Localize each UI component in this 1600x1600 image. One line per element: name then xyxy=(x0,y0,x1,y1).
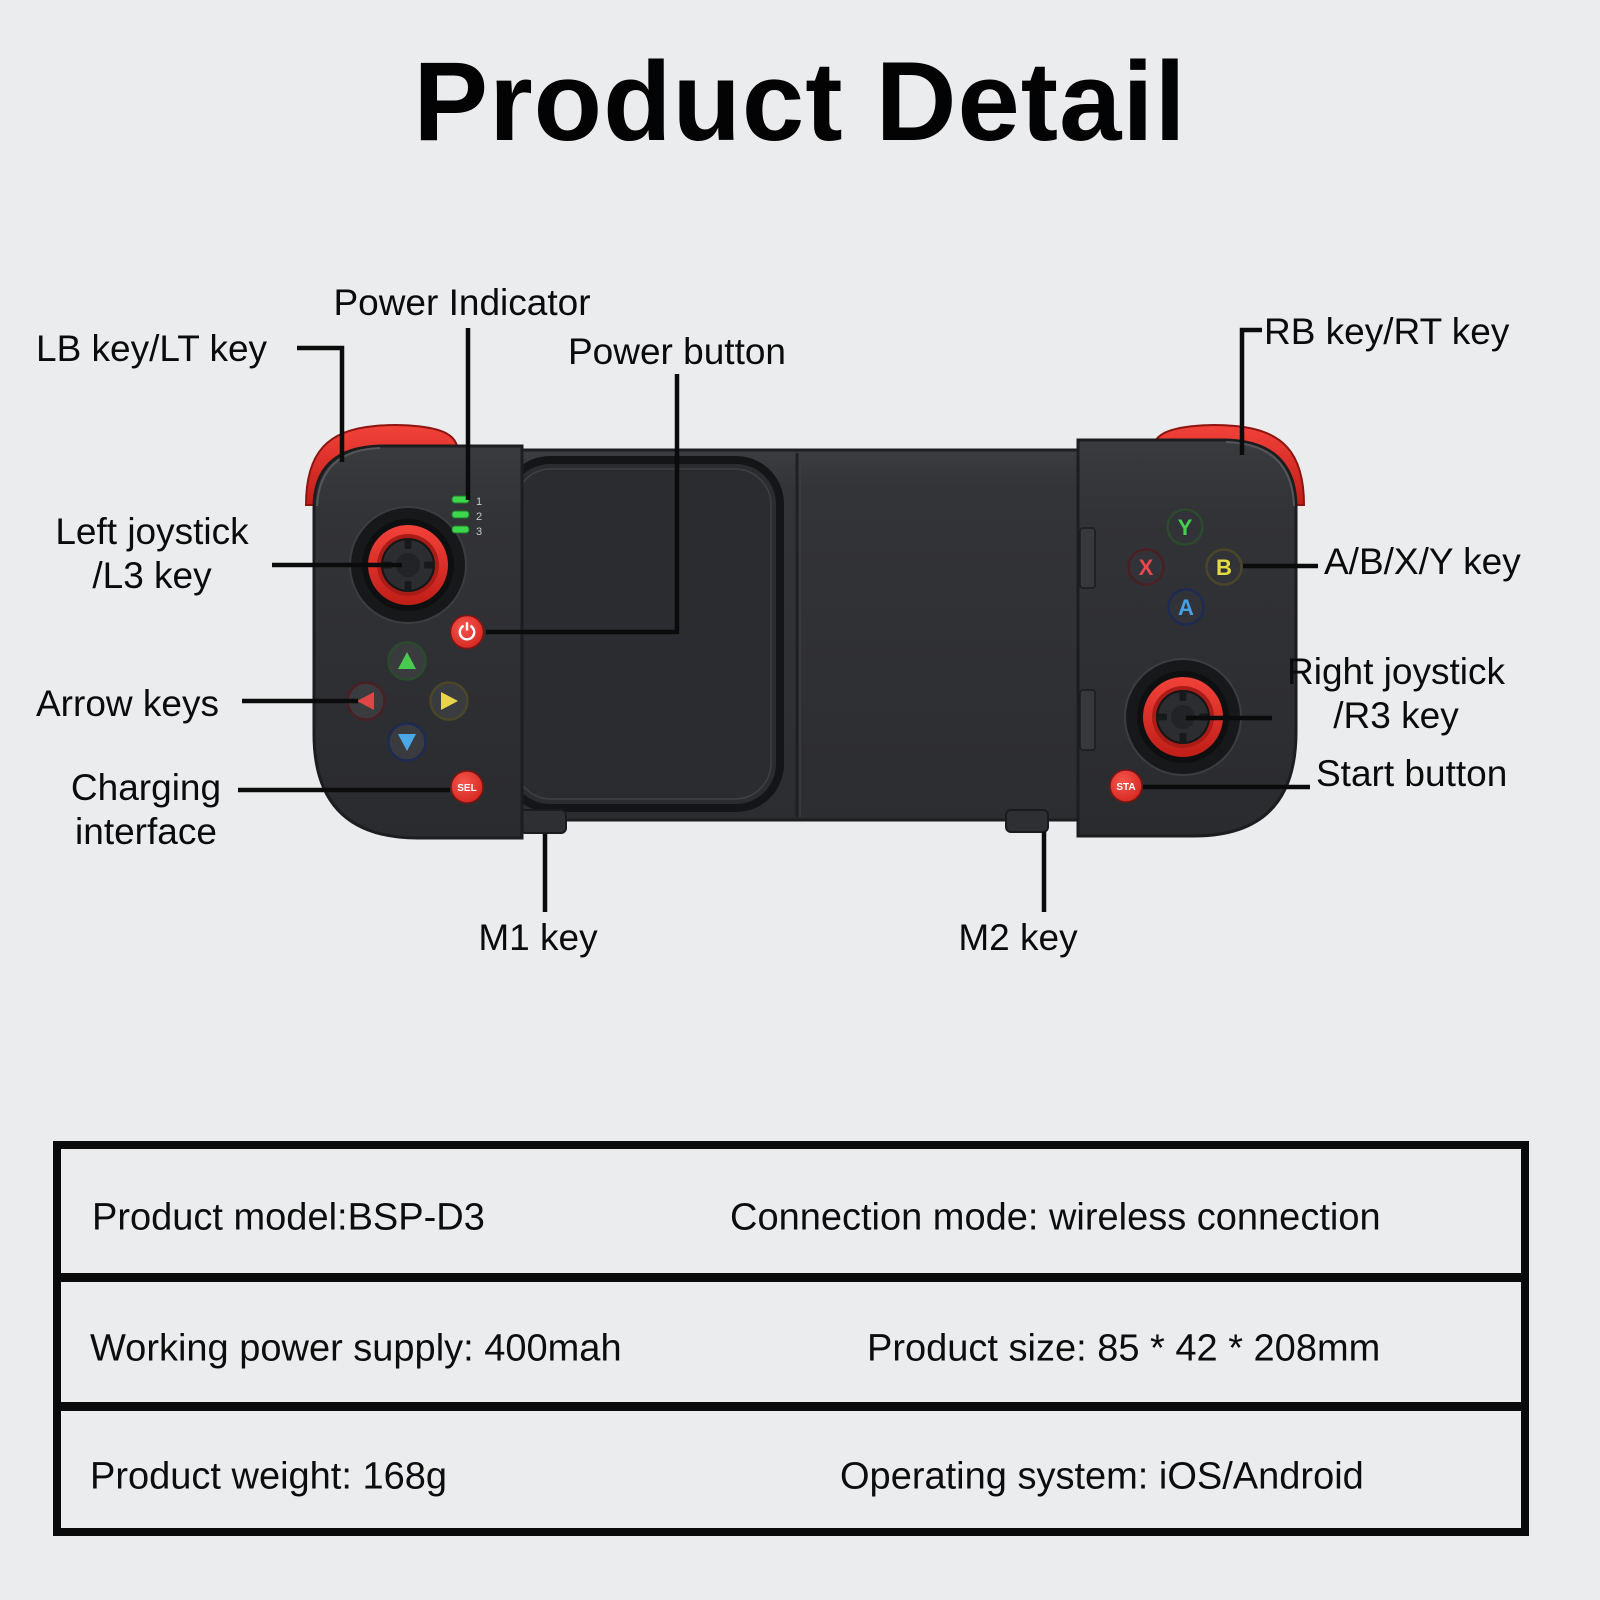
svg-text:STA: STA xyxy=(1116,782,1135,793)
svg-text:2: 2 xyxy=(476,511,482,523)
dpad-right-button xyxy=(429,681,469,721)
spec-operating-system: Operating system: iOS/Android xyxy=(840,1455,1364,1497)
label-rb-key: RB key/RT key xyxy=(1264,311,1510,352)
power-button xyxy=(449,614,485,650)
label-abxy-key: A/B/X/Y key xyxy=(1324,541,1521,582)
spec-divider xyxy=(61,1402,1521,1411)
svg-text:3: 3 xyxy=(476,526,482,538)
spec-row-weight-os: Product weight: 168g Operating system: i… xyxy=(61,1411,1521,1528)
spec-row-power-size: Working power supply: 400mah Product siz… xyxy=(61,1282,1521,1402)
spec-power-supply: Working power supply: 400mah xyxy=(90,1327,622,1370)
spec-row-model-connection: Product model:BSP-D3 Connection mode: wi… xyxy=(61,1149,1521,1273)
dpad-up-button xyxy=(387,641,427,681)
m2-notch xyxy=(1005,809,1049,833)
label-power-indicator: Power Indicator xyxy=(333,282,591,323)
spec-connection-mode: Connection mode: wireless connection xyxy=(730,1196,1381,1239)
callout-lines xyxy=(238,327,1318,912)
select-button: SEL xyxy=(450,770,484,804)
spec-divider xyxy=(61,1273,1521,1282)
spec-product-model: Product model:BSP-D3 xyxy=(92,1196,485,1239)
label-power-button: Power button xyxy=(567,331,787,372)
svg-text:1: 1 xyxy=(476,496,482,508)
page-title: Product Detail xyxy=(413,39,1187,164)
callout-power-button xyxy=(486,374,680,635)
svg-text:B: B xyxy=(1216,555,1232,580)
svg-text:SEL: SEL xyxy=(457,783,476,794)
power-indicator-leds: 1 2 3 xyxy=(451,495,482,538)
label-charging-interface: Charging interface xyxy=(70,767,222,852)
label-lb-key: LB key/LT key xyxy=(36,328,268,369)
face-button-b: B xyxy=(1205,548,1243,586)
label-arrow-keys: Arrow keys xyxy=(36,683,219,724)
face-button-a: A xyxy=(1167,588,1205,626)
svg-text:X: X xyxy=(1139,555,1154,580)
face-button-x: X xyxy=(1127,548,1165,586)
svg-text:A: A xyxy=(1178,595,1194,620)
label-left-joystick: Left joystick /L3 key xyxy=(55,511,249,596)
right-grip-module xyxy=(1076,438,1298,838)
m1-notch xyxy=(519,809,567,834)
label-m1-key: M1 key xyxy=(478,917,598,958)
spec-table: Product model:BSP-D3 Connection mode: wi… xyxy=(53,1141,1529,1536)
dpad-left-button xyxy=(346,681,386,721)
start-button: STA xyxy=(1109,769,1143,803)
left-grip-module xyxy=(312,444,524,840)
spec-product-weight: Product weight: 168g xyxy=(90,1455,448,1497)
spec-product-size: Product size: 85 * 42 * 208mm xyxy=(867,1327,1381,1370)
callout-rb-key xyxy=(1239,327,1262,455)
label-m2-key: M2 key xyxy=(958,917,1078,958)
svg-text:Y: Y xyxy=(1178,515,1193,540)
label-right-joystick: Right joystick /R3 key xyxy=(1287,651,1505,736)
dpad-down-button xyxy=(387,722,427,762)
callout-lb-key xyxy=(297,345,345,462)
face-button-y: Y xyxy=(1166,508,1204,546)
label-start-button: Start button xyxy=(1316,753,1508,794)
